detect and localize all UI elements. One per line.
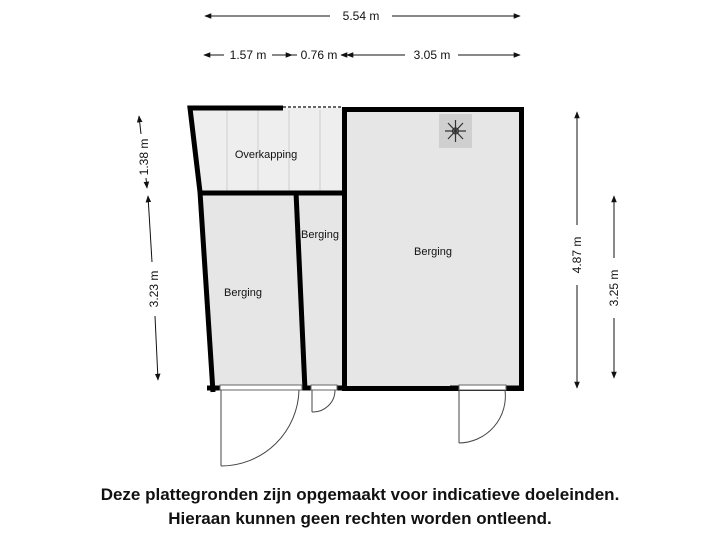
disclaimer-line-2: Hieraan kunnen geen rechten worden ontle… <box>168 509 552 528</box>
door-berging-middle <box>310 384 338 413</box>
dimension-top-mid: 0.76 m <box>301 48 338 62</box>
dimension-left-lower: 3.23 m <box>147 271 161 308</box>
room-label-berging-left: Berging <box>224 287 262 299</box>
dimension-right-outer: 4.87 m <box>570 237 584 274</box>
dimension-right-inner: 3.25 m <box>607 270 621 307</box>
dimension-top-right: 3.05 m <box>414 48 451 62</box>
dimension-lines <box>136 13 617 389</box>
disclaimer-line-1: Deze plattegronden zijn opgemaakt voor i… <box>100 485 620 504</box>
overkapping-floor <box>190 108 343 192</box>
room-label-berging-middle: Berging <box>301 229 339 241</box>
walls <box>187 105 524 393</box>
room-label-berging-right: Berging <box>414 246 452 258</box>
dimension-top-left: 1.57 m <box>230 48 267 62</box>
dimension-left-upper: 1.38 m <box>137 139 151 176</box>
overkapping-beams <box>226 110 321 191</box>
berging-right-floor <box>343 108 523 390</box>
dimension-top-total: 5.54 m <box>343 9 380 23</box>
door-berging-right <box>458 384 507 444</box>
room-label-overkapping: Overkapping <box>235 149 297 161</box>
ventilation-fan-icon <box>439 114 472 148</box>
berging-left-floor <box>202 192 305 390</box>
berging-middle-floor <box>296 192 343 390</box>
door-berging-left <box>219 384 303 467</box>
